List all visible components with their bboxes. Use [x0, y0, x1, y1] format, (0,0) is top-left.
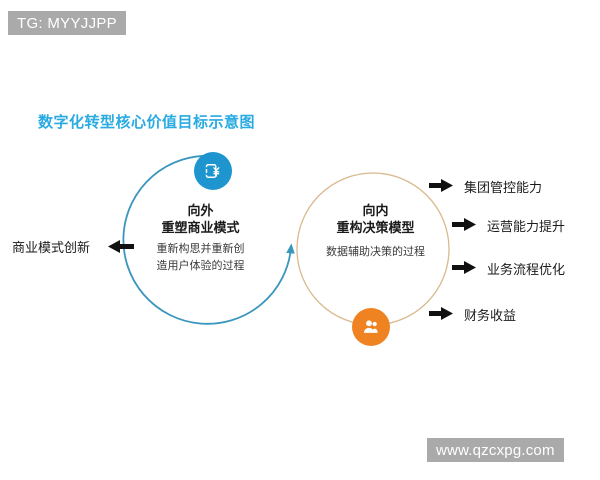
- right-circle-text: 向内 重构决策模型 数据辅助决策的过程: [318, 202, 433, 261]
- left-heading-line1: 向外: [187, 203, 214, 218]
- arrow-right-icon-3: [429, 307, 453, 320]
- left-subtitle-line1: 重新构思并重新创: [156, 243, 245, 255]
- document-yuan-icon: [194, 152, 232, 190]
- page-title: 数字化转型核心价值目标示意图: [38, 114, 256, 131]
- outcome-label-2: 业务流程优化: [487, 262, 566, 277]
- left-circle-arc: [122, 154, 295, 325]
- users-icon: [352, 308, 390, 346]
- arrow-right-icon-1: [452, 218, 476, 231]
- left-subtitle-line2: 造用户体验的过程: [156, 260, 245, 272]
- right-heading-line2: 重构决策模型: [336, 220, 415, 235]
- document-yuan-glyph: [205, 164, 220, 178]
- outcome-label-3: 财务收益: [464, 308, 517, 323]
- left-circle-text: 向外 重塑商业模式 重新构思并重新创 造用户体验的过程: [143, 202, 258, 275]
- right-subtitle-line1: 数据辅助决策的过程: [326, 246, 425, 258]
- outcome-label-1: 运营能力提升: [487, 219, 566, 234]
- outcome-label-left: 商业模式创新: [12, 240, 91, 255]
- left-heading-line2: 重塑商业模式: [161, 220, 240, 235]
- outcome-label-0: 集团管控能力: [464, 180, 543, 195]
- users-glyph: [364, 320, 378, 333]
- right-heading-line1: 向内: [362, 203, 389, 218]
- arrow-right-icon-2: [452, 261, 476, 274]
- watermark-top: TG: MYYJJPP: [8, 11, 126, 35]
- arrow-left-icon: [108, 240, 134, 253]
- watermark-bottom: www.qzcxpg.com: [427, 438, 564, 462]
- arrow-right-icon-0: [429, 179, 453, 192]
